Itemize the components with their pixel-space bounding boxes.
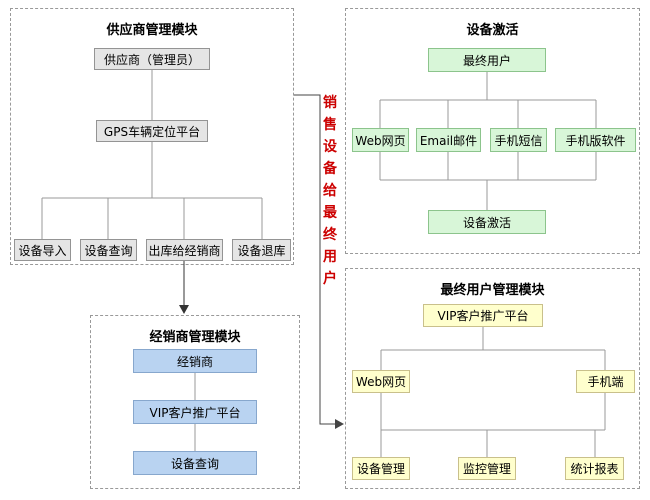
right-arrow-icon [335,419,344,429]
node-activation-sms: 手机短信 [490,128,547,152]
activation-tree-connectors [379,72,597,210]
node-dealer-device-query: 设备查询 [133,451,257,475]
supplier-module-title: 供应商管理模块 [106,23,198,38]
supplier-to-dealer-arrow [179,261,189,314]
node-device-import: 设备导入 [14,239,71,261]
node-activation-email: Email邮件 [416,128,481,152]
node-outbound-to-dealer: 出库给经销商 [146,239,223,261]
sales-flow-arrow [294,94,344,429]
activation-module-title: 设备激活 [466,23,519,38]
node-enduser-web: Web网页 [352,370,410,393]
node-activation-web: Web网页 [352,128,409,152]
enduser-module-title: 最终用户管理模块 [440,283,545,298]
supplier-module: 供应商管理模块 [10,8,294,265]
node-end-user: 最终用户 [428,48,546,72]
node-device-return: 设备退库 [232,239,291,261]
node-enduser-mobile: 手机端 [576,370,635,393]
node-dealer: 经销商 [133,349,257,373]
enduser-module: 最终用户管理模块 [345,268,640,489]
node-monitor-management: 监控管理 [458,457,516,480]
down-arrow-icon [179,305,189,314]
node-device-activation: 设备激活 [428,210,546,234]
node-enduser-vip-platform: VIP客户推广平台 [423,304,543,327]
dealer-module-title: 经销商管理模块 [149,330,241,345]
node-supplier-admin: 供应商（管理员） [94,48,210,70]
node-stats-report: 统计报表 [565,457,624,480]
node-device-management: 设备管理 [352,457,410,480]
activation-module: 设备激活 [345,8,640,254]
supplier-tree-connectors [41,70,263,239]
node-gps-platform: GPS车辆定位平台 [96,120,208,142]
node-dealer-vip-platform: VIP客户推广平台 [133,400,257,424]
node-activation-mobile-app: 手机版软件 [555,128,636,152]
node-device-query: 设备查询 [80,239,137,261]
flow-label: 销售设备给最终用户 [323,95,337,287]
enduser-tree-connectors [380,327,606,457]
dealer-module: 经销商管理模块 [90,315,300,489]
